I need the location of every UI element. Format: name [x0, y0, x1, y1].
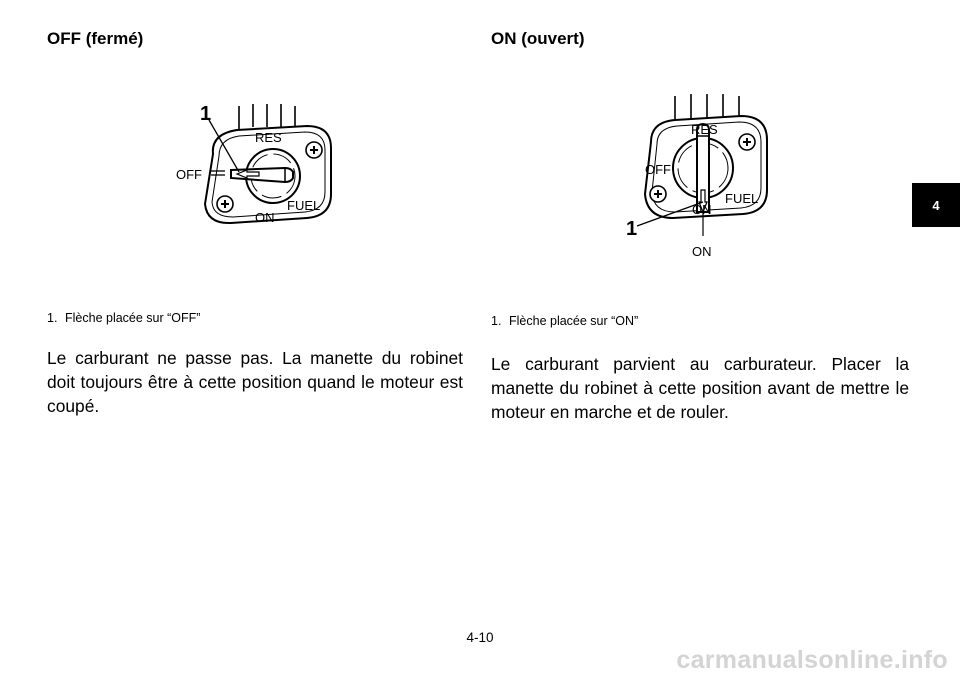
- section-heading-on: ON (ouvert): [491, 29, 585, 48]
- figure-caption: 1. Flèche placée sur “OFF”: [47, 311, 200, 325]
- label-fuel: FUEL: [287, 198, 320, 213]
- caption-text: Flèche placée sur “ON”: [509, 314, 639, 328]
- screw-icon: [305, 141, 323, 159]
- label-fuel: FUEL: [725, 191, 758, 206]
- callout-number: 1: [626, 218, 637, 240]
- screw-icon: [738, 133, 756, 151]
- callout-number: 1: [200, 103, 211, 125]
- screw-icon: [649, 185, 667, 203]
- label-res: RES: [691, 122, 718, 137]
- label-res: RES: [255, 130, 282, 145]
- label-on-pointer: ON: [692, 244, 712, 259]
- callout-leader: [636, 201, 704, 227]
- chapter-number: 4: [932, 197, 940, 213]
- label-off: OFF: [645, 162, 671, 177]
- caption-number: 1.: [491, 314, 502, 328]
- label-on: ON: [255, 210, 275, 225]
- caption-number: 1.: [47, 311, 58, 325]
- screw-icon: [216, 195, 234, 213]
- fuel-cock-on-diagram: 1 RES OFF FUEL ON ON: [621, 90, 781, 265]
- arrow-icon: [698, 189, 708, 214]
- callout-leader: [208, 119, 240, 173]
- fuel-cock-off-diagram: 1 RES OFF FUEL ON: [167, 96, 337, 231]
- page-number: 4-10: [466, 630, 494, 645]
- caption-text: Flèche placée sur “OFF”: [65, 311, 201, 325]
- section-heading-off: OFF (fermé): [47, 29, 144, 48]
- valve-lever: [696, 122, 710, 213]
- body-paragraph: Le carburant ne passe pas. La manette du…: [47, 348, 463, 416]
- figure-caption: 1. Flèche placée sur “ON”: [491, 314, 638, 328]
- watermark: carmanualsonline.info: [676, 646, 948, 674]
- fuel-line-pipes: [238, 104, 296, 129]
- body-paragraph: Le carburant parvient au carburateur. Pl…: [491, 354, 909, 422]
- arrow-icon: [235, 169, 260, 179]
- label-on: ON: [692, 202, 712, 217]
- label-off: OFF: [176, 167, 202, 182]
- chapter-tab: 4: [912, 183, 960, 227]
